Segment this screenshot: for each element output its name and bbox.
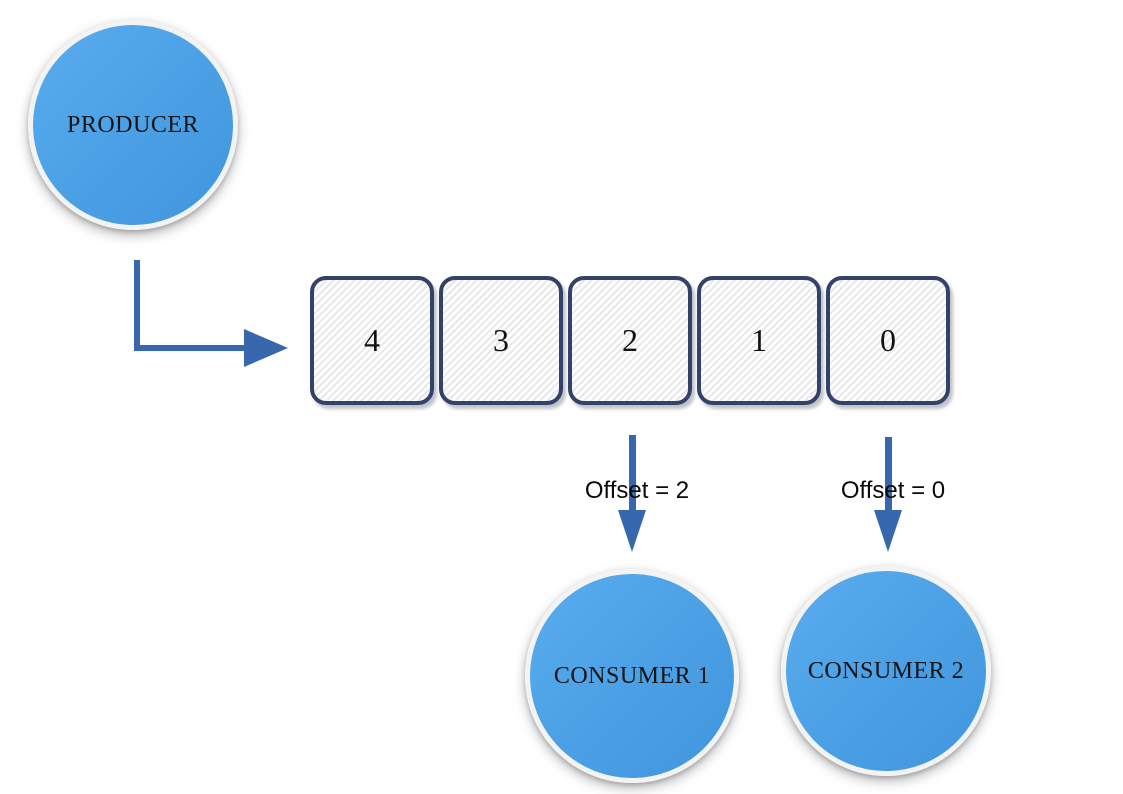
queue-cell-2: 2: [568, 276, 692, 405]
consumer2-arrowhead-icon: [874, 510, 902, 552]
consumer1-offset-label: Offset = 2: [584, 477, 690, 504]
producer-arrowhead-icon: [244, 329, 288, 367]
consumer1-arrowhead-icon: [618, 510, 646, 552]
consumer2-node: CONSUMER 2: [781, 566, 991, 776]
queue-cell-3: 3: [439, 276, 563, 405]
queue-cell-label: 0: [880, 322, 896, 358]
queue-cell-0: 0: [826, 276, 950, 405]
consumer1-label: CONSUMER 1: [553, 662, 711, 689]
queue-cell-label: 2: [622, 322, 638, 358]
producer-arrow-vertical-segment: [134, 260, 140, 351]
consumer1-arrow-line: [629, 435, 636, 513]
queue-cell-1: 1: [697, 276, 821, 405]
queue-cell-label: 3: [493, 322, 509, 358]
queue-cell-4: 4: [310, 276, 434, 405]
consumer2-label: CONSUMER 2: [807, 657, 965, 684]
queue-cell-label: 4: [364, 322, 380, 358]
consumer1-node: CONSUMER 1: [525, 569, 739, 783]
producer-label: PRODUCER: [66, 111, 200, 138]
producer-arrow-horizontal-segment: [134, 345, 244, 351]
queue-cell-label: 1: [751, 322, 767, 358]
consumer2-offset-label: Offset = 0: [840, 477, 946, 504]
producer-node: PRODUCER: [28, 20, 238, 230]
consumer2-arrow-line: [885, 437, 892, 513]
